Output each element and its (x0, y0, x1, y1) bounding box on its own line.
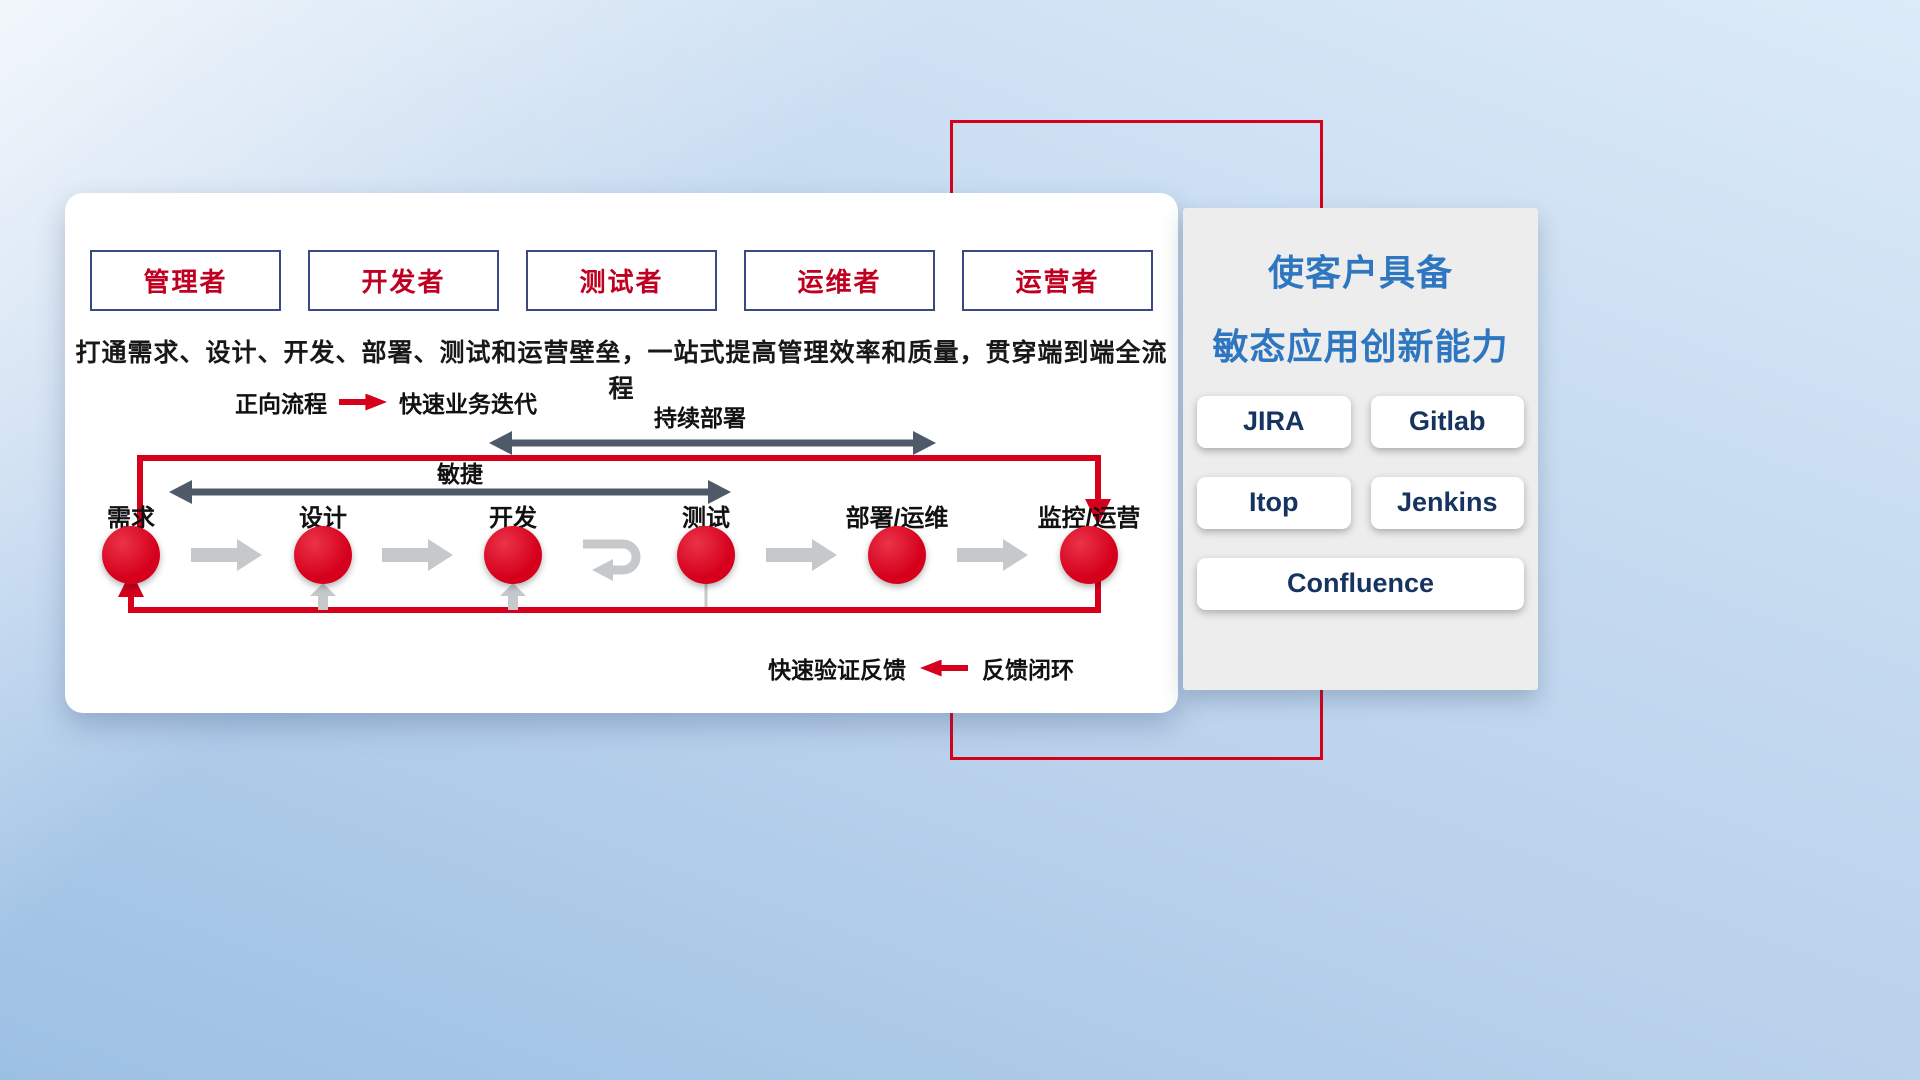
role-label-ops: 运维者 (797, 267, 882, 297)
tool-gitlab: Gitlab (1370, 395, 1524, 448)
role-box-manager: 管理者 (90, 250, 281, 311)
tool-itop: Itop (1197, 476, 1351, 529)
feedback-up-arrow-development (500, 583, 526, 610)
connector-arrow-2 (382, 539, 453, 571)
roles-row: 管理者 开发者 测试者 运维者 运营者 (90, 250, 1153, 311)
tool-confluence: Confluence (1197, 557, 1524, 610)
panel-title-line2: 敏态应用创新能力 (1212, 325, 1509, 367)
stage-node-testing (677, 526, 735, 584)
role-label-operator: 运营者 (1015, 267, 1100, 297)
stage-node-deploy-ops (868, 526, 926, 584)
connector-arrow-1 (191, 539, 262, 571)
card-subtitle: 打通需求、设计、开发、部署、测试和运营壁垒，一站式提高管理效率和质量，贯穿端到端… (75, 339, 1168, 403)
tool-jenkins: Jenkins (1370, 476, 1524, 529)
feedback-flow-description: 反馈闭环 (982, 657, 1074, 683)
stage-node-design (294, 526, 352, 584)
forward-flow-description: 快速业务迭代 (399, 391, 537, 417)
tool-jira: JIRA (1197, 395, 1351, 448)
devops-flow-card: 管理者 开发者 测试者 运维者 运营者 打通需求、设计、开发、部署、测试和运营壁… (65, 193, 1178, 713)
role-label-developer: 开发者 (361, 267, 446, 297)
connector-arrow-4 (766, 539, 837, 571)
connector-arrow-5 (957, 539, 1028, 571)
forward-flow-label: 正向流程 (235, 391, 327, 417)
dev-test-loop-arrowhead (592, 559, 613, 581)
legend-forward: 正向流程 快速业务迭代 (235, 385, 537, 419)
continuous-deploy-right-head (913, 431, 936, 455)
capability-panel: 使客户具备 敏态应用创新能力 JIRA Gitlab Itop Jenkins … (1183, 208, 1538, 690)
span-label-continuous-deploy: 持续部署 (654, 405, 746, 431)
role-box-ops: 运维者 (744, 250, 935, 311)
role-box-tester: 测试者 (526, 250, 717, 311)
feedback-loop-line (128, 569, 1101, 613)
panel-title: 使客户具备 敏态应用创新能力 (1183, 236, 1538, 384)
stage-node-development (484, 526, 542, 584)
role-box-operator: 运营者 (962, 250, 1153, 311)
role-box-developer: 开发者 (308, 250, 499, 311)
feedback-up-arrow-design (310, 583, 336, 610)
feedback-flow-label: 快速验证反馈 (768, 657, 906, 683)
tools-grid: JIRA Gitlab Itop Jenkins Confluence (1183, 384, 1538, 610)
role-label-manager: 管理者 (143, 267, 228, 297)
span-label-agile: 敏捷 (437, 461, 483, 487)
dev-test-loop-icon (583, 539, 641, 575)
flow-arrows-layer (118, 431, 1111, 613)
panel-title-line1: 使客户具备 (1267, 252, 1453, 293)
continuous-deploy-left-head (489, 431, 512, 455)
feedback-arrow-icon (920, 659, 968, 677)
legend-feedback: 快速验证反馈 反馈闭环 (768, 651, 1074, 685)
stage-node-monitor-ops (1060, 526, 1118, 584)
stage-node-requirements (102, 526, 160, 584)
role-label-tester: 测试者 (579, 267, 664, 297)
flow-diagram: 持续部署 敏捷 需求 设计 开发 测试 部署/运维 监控/运营 (65, 193, 1178, 713)
